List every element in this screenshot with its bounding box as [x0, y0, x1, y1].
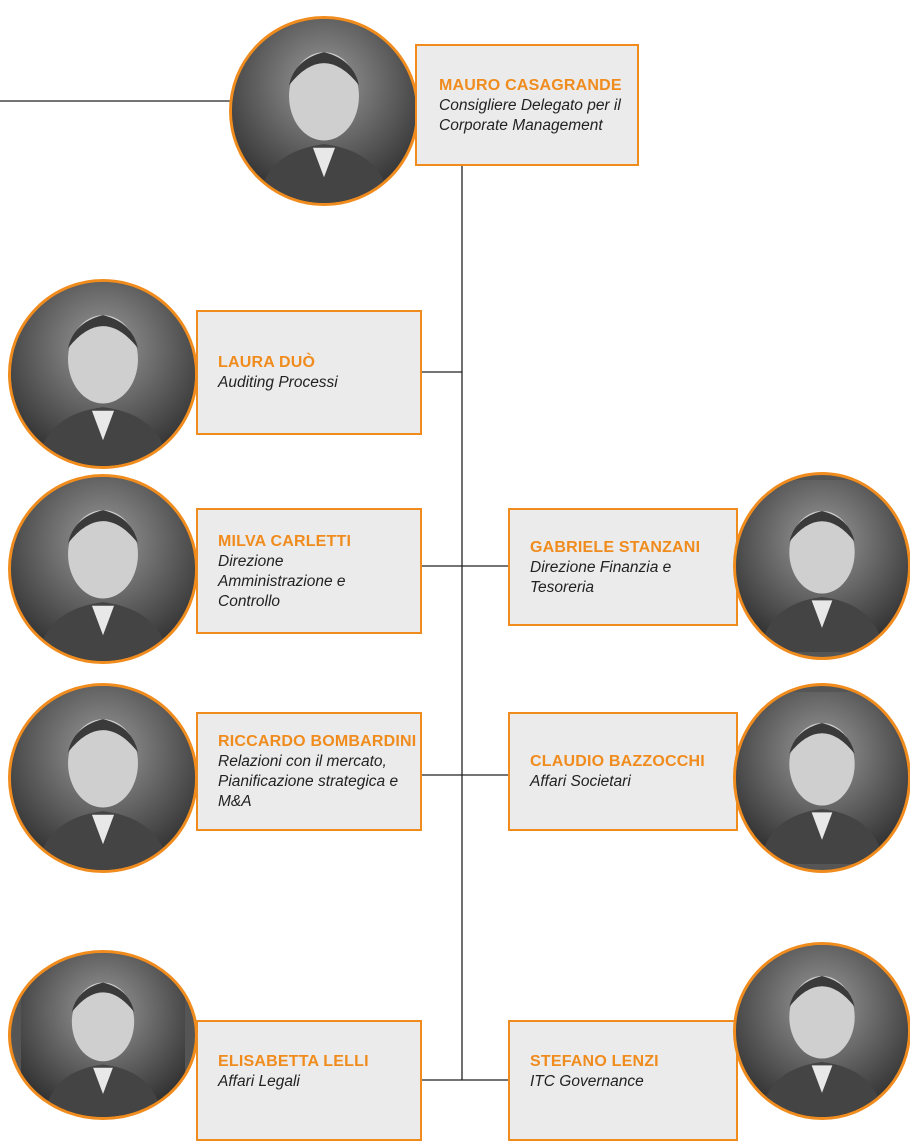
portrait-icon [11, 477, 195, 661]
lenzi-photo [733, 942, 910, 1120]
portrait-icon [736, 945, 908, 1117]
person-role: Direzione Finanzia e Tesoreria [530, 558, 672, 596]
person-role: Relazioni con il mercato, Pianificazione… [218, 753, 399, 810]
stanzani-card: GABRIELE STANZANI Direzione Finanzia e T… [508, 508, 738, 626]
duo-card: LAURA DUÒ Auditing Processi [196, 310, 422, 435]
duo-photo [8, 279, 198, 469]
person-name: CLAUDIO BAZZOCCHI [530, 753, 705, 770]
bazzocchi-photo [733, 683, 910, 873]
lelli-card: ELISABETTA LELLI Affari Legali [196, 1020, 422, 1141]
person-role: Affari Legali [218, 1073, 300, 1090]
person-name: LAURA DUÒ [218, 354, 316, 371]
lelli-photo [8, 950, 198, 1120]
person-role: Auditing Processi [218, 374, 338, 391]
person-name: RICCARDO BOMBARDINI [218, 733, 417, 750]
person-name: GABRIELE STANZANI [530, 538, 701, 556]
person-name: MILVA CARLETTI [218, 532, 352, 550]
portrait-icon [11, 686, 195, 870]
portrait-icon [736, 686, 908, 870]
portrait-icon [11, 282, 195, 466]
carletti-photo [8, 474, 198, 664]
bombardini-card: RICCARDO BOMBARDINI Relazioni con il mer… [196, 712, 422, 831]
portrait-icon [11, 953, 195, 1117]
lenzi-card: STEFANO LENZI ITC Governance [508, 1020, 738, 1141]
person-name: ELISABETTA LELLI [218, 1053, 369, 1070]
person-name: STEFANO LENZI [530, 1053, 659, 1070]
portrait-icon [232, 19, 416, 203]
bazzocchi-card: CLAUDIO BAZZOCCHI Affari Societari [508, 712, 738, 831]
casagrande-card: MAURO CASAGRANDE Consigliere Delegato pe… [415, 44, 639, 166]
carletti-card: MILVA CARLETTI Direzione Amministrazione… [196, 508, 422, 634]
person-role: Affari Societari [530, 773, 631, 790]
person-role: ITC Governance [530, 1073, 644, 1090]
person-role: Consigliere Delegato per il Corporate Ma… [439, 96, 621, 134]
casagrande-photo [229, 16, 419, 206]
person-name: MAURO CASAGRANDE [439, 76, 622, 94]
person-role: Direzione Amministrazione e Controllo [218, 552, 346, 610]
bombardini-photo [8, 683, 198, 873]
portrait-icon [736, 475, 908, 657]
stanzani-photo [733, 472, 910, 660]
